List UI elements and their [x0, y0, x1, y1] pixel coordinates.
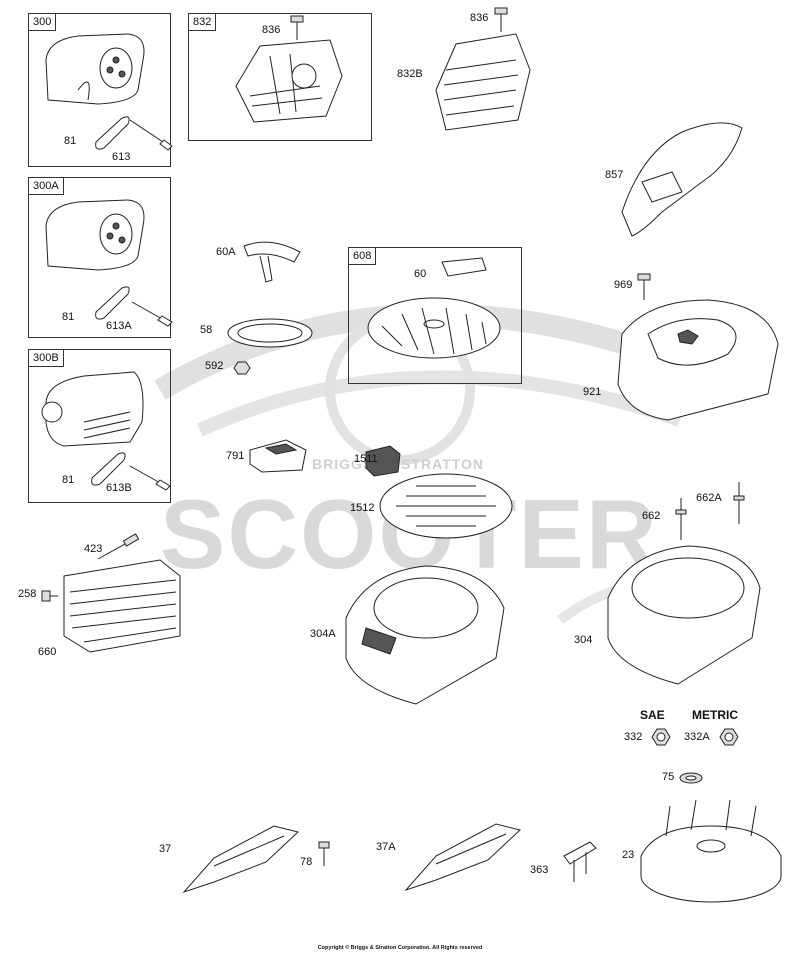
blower-housing-921-drawing — [617, 299, 779, 421]
label-304: 304 — [574, 634, 593, 646]
muffler-300B-drawing — [41, 371, 144, 447]
label-423: 423 — [84, 543, 103, 555]
muffler-guard-832B-drawing — [435, 33, 531, 131]
label-332A: 332A — [684, 731, 710, 743]
label-836b: 836 — [470, 12, 489, 24]
label-60A: 60A — [216, 246, 236, 258]
callout-box-608: 608 — [348, 247, 522, 384]
nut-332A-drawing — [719, 728, 739, 746]
screw-258-drawing — [41, 590, 58, 602]
blower-housing-304-drawing — [607, 545, 761, 685]
gasket-81c-drawing — [91, 452, 126, 486]
box-label: 300A — [28, 177, 64, 195]
nut-592-drawing — [233, 361, 251, 375]
gasket-81-drawing — [95, 116, 130, 150]
box-label: 608 — [348, 247, 377, 265]
label-662: 662 — [642, 510, 661, 522]
label-23: 23 — [622, 849, 635, 861]
sae-header: SAE — [640, 708, 665, 722]
label-75: 75 — [662, 771, 675, 783]
label-258: 258 — [18, 588, 37, 600]
callout-box-300A: 300A — [28, 177, 171, 338]
label-78: 78 — [300, 856, 313, 868]
label-791: 791 — [226, 450, 245, 462]
blower-housing-baffle-857-drawing — [621, 122, 743, 237]
muffler-guard-832-drawing — [235, 39, 343, 123]
label-304A: 304A — [310, 628, 336, 640]
label-60: 60 — [414, 268, 427, 280]
screw-969-drawing — [637, 273, 651, 300]
label-662A: 662A — [696, 492, 722, 504]
box-label: 832 — [188, 13, 217, 31]
gasket-81b-drawing — [95, 286, 130, 320]
callout-box-300: 300 — [28, 13, 171, 167]
copyright-notice: Copyright © Briggs & Stratton Corporatio… — [317, 945, 483, 951]
muffler-guard-300A-drawing — [45, 199, 145, 271]
callout-box-832: 832 — [188, 13, 372, 141]
label-37: 37 — [159, 843, 172, 855]
stud-662A-drawing — [733, 482, 745, 524]
label-37A: 37A — [376, 841, 396, 853]
washer-75-drawing — [679, 772, 703, 784]
screw-836b-drawing — [494, 7, 508, 32]
label-81c: 81 — [62, 474, 75, 486]
rewind-starter-handle-60A-drawing — [243, 241, 301, 283]
label-613A: 613A — [106, 320, 132, 332]
screw-613A-drawing — [131, 301, 173, 327]
label-1512: 1512 — [350, 502, 375, 514]
flywheel-23-drawing — [640, 799, 782, 903]
rotating-screen-1512-drawing — [379, 473, 513, 539]
label-1511: 1511 — [354, 453, 378, 465]
retainer-ring-58-drawing — [227, 318, 313, 348]
guard-660-drawing — [63, 559, 181, 653]
screw-78-drawing — [318, 841, 330, 866]
label-592: 592 — [205, 360, 224, 372]
box-label: 300B — [28, 349, 64, 367]
screw-613-drawing — [129, 119, 173, 151]
label-832B: 832B — [397, 68, 423, 80]
label-81: 81 — [64, 135, 77, 147]
label-836: 836 — [262, 24, 281, 36]
callout-box-300B: 300B — [28, 349, 171, 503]
label-363: 363 — [530, 864, 549, 876]
stud-662-drawing — [675, 498, 687, 540]
air-guide-37A-drawing — [404, 823, 522, 892]
metric-header: METRIC — [692, 708, 738, 722]
label-613: 613 — [112, 151, 131, 163]
label-613B: 613B — [106, 482, 132, 494]
battery-charger-791-drawing — [249, 439, 307, 473]
label-58: 58 — [200, 324, 213, 336]
spark-arrester-423-drawing — [97, 533, 140, 560]
screw-613B-drawing — [129, 465, 171, 491]
ground-terminal-363-drawing — [563, 841, 597, 882]
label-921: 921 — [583, 386, 602, 398]
blower-housing-304A-drawing — [345, 565, 505, 705]
label-81b: 81 — [62, 311, 75, 323]
battery-pack-1511-drawing — [365, 445, 401, 477]
label-969: 969 — [614, 279, 633, 291]
nut-332-drawing — [651, 728, 671, 746]
screw-836-drawing — [290, 15, 304, 40]
rewind-starter-608-drawing — [367, 257, 501, 359]
label-332: 332 — [624, 731, 643, 743]
air-guide-37-drawing — [182, 825, 300, 894]
label-660: 660 — [38, 646, 57, 658]
label-857: 857 — [605, 169, 624, 181]
box-label: 300 — [28, 13, 57, 31]
muffler-guard-300-drawing — [45, 33, 145, 105]
